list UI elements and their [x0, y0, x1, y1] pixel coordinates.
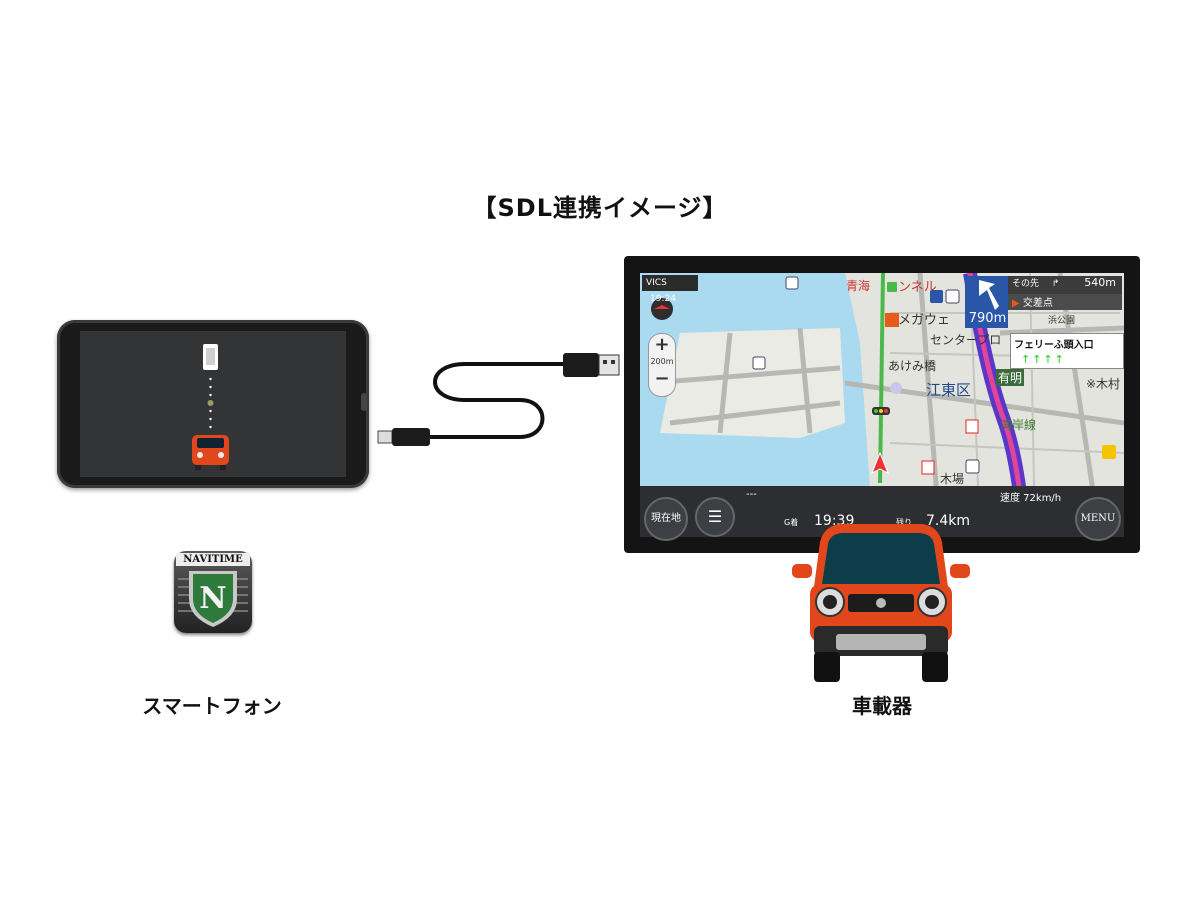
flag-icon: ▶ — [1012, 298, 1020, 309]
poi-markers — [752, 276, 1116, 475]
diagram-title: 【SDL連携イメージ】 — [472, 194, 728, 222]
menu-button[interactable]: MENU — [1075, 497, 1121, 541]
usb-c-plug — [377, 428, 430, 446]
current-position-button[interactable]: 現在地 — [644, 497, 688, 541]
road-name: --- — [746, 489, 757, 500]
shield-icon: N — [178, 571, 248, 627]
turn-distance: 790m — [968, 311, 1007, 326]
current-position-icon — [871, 451, 889, 475]
vertical-road-green — [878, 273, 885, 484]
smartphone-caption: スマートフォン — [142, 694, 282, 718]
arrival-prefix: G着 — [784, 518, 799, 527]
turn-guidance — [965, 276, 1008, 328]
smartphone-screen — [80, 331, 346, 477]
map-label: 江東区 — [926, 381, 972, 399]
list-menu-button[interactable]: ☰ — [695, 497, 735, 537]
next-label: その先 — [1012, 279, 1040, 289]
lane-arrows-icon: ↑↑↑↑ — [1021, 353, 1066, 366]
map-label: 湾岸線 — [1000, 418, 1037, 432]
zoom-in-button[interactable]: + — [654, 334, 670, 355]
list-icon: ☰ — [707, 507, 723, 526]
usb-a-plug — [563, 353, 620, 377]
smartphone-screen-illustration — [192, 344, 229, 470]
connection-node — [207, 400, 214, 406]
map-label: ※木村 — [1086, 377, 1121, 391]
lane-label: フェリーふ頭入口 — [1014, 340, 1094, 351]
map-label: 木場 — [940, 472, 965, 486]
vics-label: VICS — [646, 278, 667, 288]
zoom-control[interactable]: + 200m − — [648, 333, 676, 397]
vics-status: VICS 19:24 — [642, 275, 698, 304]
map-label: 青海 — [846, 279, 871, 293]
head-unit-caption: 車載器 — [852, 694, 912, 718]
windshield — [822, 533, 940, 584]
remaining-prefix: 残り — [896, 518, 912, 527]
zoom-out-button[interactable]: − — [654, 368, 670, 389]
small-car-icon — [192, 435, 229, 470]
connection-dots — [209, 377, 212, 429]
phone-camera-notch — [361, 393, 367, 411]
map-label: メガウェ — [898, 313, 951, 328]
scale-label: 200m — [650, 357, 674, 366]
map-label: あけみ橋 — [888, 359, 937, 373]
app-brand-label: NAVITIME — [176, 553, 250, 566]
app-letter: N — [199, 581, 226, 616]
car-front-illustration — [792, 524, 970, 682]
remaining-distance: 7.4km — [926, 513, 971, 529]
speed-readout: 速度 72km/h — [1000, 493, 1062, 504]
emblem-icon — [876, 598, 886, 608]
map-label: ンネル — [898, 280, 937, 295]
intersection-panel: ▶ 交差点 — [1008, 294, 1122, 310]
clock: 19:24 — [650, 294, 676, 304]
map-label: センタープロ — [930, 333, 1002, 347]
lane-guidance-panel: フェリーふ頭入口 ↑↑↑↑ — [1010, 333, 1124, 369]
map-label: 有明 — [996, 369, 1025, 386]
map-label: 浜公園 — [1048, 316, 1076, 326]
navitime-app-icon[interactable]: NAVITIME N — [174, 551, 252, 633]
next-turn-panel: その先 ↱ 540m — [1008, 276, 1122, 294]
turn-left-arrow-icon — [979, 280, 999, 310]
next-distance: 540m — [1084, 276, 1116, 289]
turn-right-icon: ↱ — [1051, 279, 1060, 289]
usb-cable — [377, 353, 620, 446]
intersection-label: 交差点 — [1022, 298, 1053, 309]
